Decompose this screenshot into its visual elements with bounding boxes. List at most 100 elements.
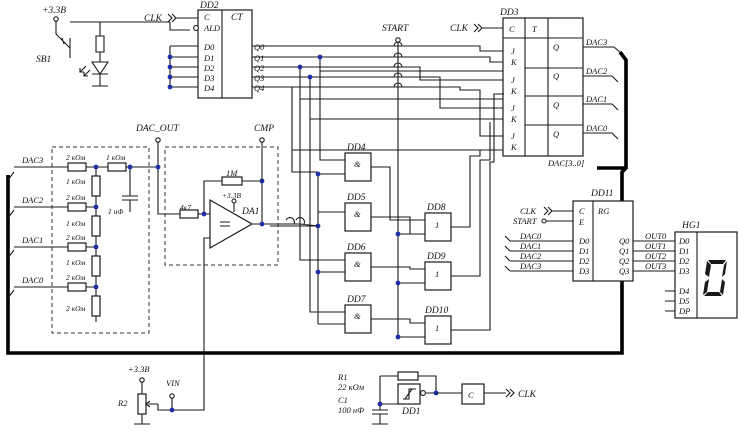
hg1-dp: DP bbox=[678, 306, 690, 316]
clk-input-arrow bbox=[167, 13, 200, 23]
dd3-q4: Q bbox=[553, 129, 559, 139]
out3-label: OUT3 bbox=[645, 261, 666, 271]
da1-triangle bbox=[209, 198, 254, 250]
dac-bus-taps bbox=[7, 171, 15, 299]
ladder-dac0: DAC0 bbox=[21, 275, 44, 285]
dd3-dac0: DAC0 bbox=[585, 123, 608, 133]
dac-bus-line bbox=[6, 50, 628, 355]
c1-label: C1 bbox=[338, 395, 348, 405]
dd4-gate bbox=[344, 152, 372, 182]
r2-label: R2 bbox=[117, 398, 128, 408]
dd5-symbol: & bbox=[354, 209, 361, 219]
comparator-da1: 4к7 DA1 +3.3В 1M CMP bbox=[164, 124, 300, 411]
hg1-d0: D0 bbox=[678, 236, 690, 246]
c-block-label: C bbox=[468, 390, 474, 400]
r4k7-label: 4к7 bbox=[180, 203, 191, 212]
ladder-r1k-3: 1 кОм bbox=[66, 258, 86, 267]
hg1-label: HG1 bbox=[681, 221, 700, 231]
dd8-symbol: 1 bbox=[435, 220, 439, 230]
dd11-body bbox=[572, 200, 634, 282]
clk-label-dd2: CLK bbox=[144, 14, 163, 24]
dd3-dac2: DAC2 bbox=[585, 66, 608, 76]
dd3-k1: K bbox=[510, 57, 518, 67]
da1-supply: +3.3В bbox=[222, 191, 241, 200]
dd10-gate bbox=[424, 315, 452, 345]
start-net: START bbox=[382, 24, 409, 330]
dd3-j3: J bbox=[511, 103, 516, 113]
dd9-symbol: 1 bbox=[435, 269, 439, 279]
dd2-label: DD2 bbox=[199, 1, 219, 11]
cmp-label: CMP bbox=[254, 124, 274, 134]
dd11-q2: Q2 bbox=[619, 256, 630, 266]
dd3-j1: J bbox=[511, 46, 516, 56]
sb1-label: SB1 bbox=[36, 55, 51, 65]
dd5-label: DD5 bbox=[346, 193, 366, 203]
r1m-label: 1M bbox=[226, 168, 238, 178]
dd3-label: DD3 bbox=[499, 8, 519, 18]
dd2-d2: D2 bbox=[203, 63, 215, 73]
ladder-r2k-2: 2 кОм bbox=[66, 193, 86, 202]
dd11-dac2: DAC2 bbox=[519, 251, 542, 261]
dd11-dac3: DAC3 bbox=[519, 261, 541, 271]
clock-generator: R1 22 кОм C1 100 нФ DD1 C CLK bbox=[337, 371, 537, 425]
dd3-c: C bbox=[509, 24, 515, 34]
ladder-r2k-1: 2 кОм bbox=[66, 153, 86, 162]
hg1-body bbox=[674, 231, 738, 319]
dd3-dac3: DAC3 bbox=[585, 37, 607, 47]
dd5-gate bbox=[344, 202, 372, 232]
r2r-ladder: DAC3 DAC2 DAC1 DAC0 2 кОм 1 кОм 1 кОм 2 … bbox=[14, 146, 158, 334]
out1-label: OUT1 bbox=[645, 241, 666, 251]
dd11-q0: Q0 bbox=[619, 236, 630, 246]
dd11-q1: Q1 bbox=[619, 246, 629, 256]
dd3-t: T bbox=[532, 24, 538, 34]
gate-wiring bbox=[270, 71, 504, 338]
ladder-r1k-2: 1 кОм bbox=[66, 219, 86, 228]
clk-out-label: CLK bbox=[518, 390, 537, 400]
dd3-dac1: DAC1 bbox=[585, 94, 607, 104]
dac-bus-label: DAC[3..0] bbox=[547, 158, 584, 168]
or-gates: DD8 DD9 DD10 1 1 1 bbox=[424, 203, 452, 345]
sb1-switch-block: +3.3В SB1 bbox=[36, 6, 190, 87]
dd11-clk: CLK bbox=[520, 206, 537, 216]
dd3-flipflops: CLK DD3 C T J K J K J K J K Q Q Q Q DAC3… bbox=[450, 8, 621, 168]
hg1-d1: D1 bbox=[678, 246, 689, 256]
dd1-label: DD1 bbox=[401, 407, 420, 417]
dd10-label: DD10 bbox=[424, 306, 448, 316]
start-label: START bbox=[382, 24, 409, 34]
dd11-d2: D2 bbox=[578, 256, 590, 266]
ladder-dac3: DAC3 bbox=[21, 155, 43, 165]
ladder-cap: 1 нФ bbox=[108, 207, 123, 216]
dd11-dac1: DAC1 bbox=[519, 241, 541, 251]
dd3-body bbox=[502, 17, 584, 157]
dd2-counter: CLK DD2 CT C ALD D0 D1 D2 D3 D4 Q0 Q1 Q2… bbox=[144, 1, 265, 99]
supply-label-top: +3.3В bbox=[42, 6, 66, 16]
hg1-d3: D3 bbox=[678, 266, 689, 276]
dd7-label: DD7 bbox=[346, 295, 367, 305]
dd2-body bbox=[197, 9, 253, 99]
ladder-r2k-3: 2 кОм bbox=[66, 233, 86, 242]
ladder-dashed-box bbox=[51, 146, 150, 334]
dd6-label: DD6 bbox=[346, 243, 366, 253]
r2-supply: +3.3В bbox=[128, 364, 150, 374]
clk-label-dd3: CLK bbox=[450, 24, 469, 34]
dd3-q2: Q bbox=[553, 71, 559, 81]
dd11-label: DD11 bbox=[590, 189, 614, 199]
dd2-pin-ald: ALD bbox=[203, 23, 221, 33]
counter-outputs bbox=[252, 45, 504, 151]
dd3-q1: Q bbox=[553, 42, 559, 52]
r1-value: 22 кОм bbox=[338, 382, 365, 392]
cmp-crossings bbox=[285, 216, 319, 227]
ladder-dac1: DAC1 bbox=[21, 235, 43, 245]
dd11-d0: D0 bbox=[578, 236, 590, 246]
dd11-c: C bbox=[579, 206, 585, 216]
dd3-q3: Q bbox=[553, 100, 559, 110]
dd3-k2: K bbox=[510, 86, 518, 96]
hg1-d5: D5 bbox=[678, 296, 689, 306]
out0-label: OUT0 bbox=[645, 231, 667, 241]
dd2-q1: Q1 bbox=[254, 53, 264, 63]
dd11-e: E bbox=[578, 217, 585, 227]
hg1-d2: D2 bbox=[678, 256, 690, 266]
dd2-q0: Q0 bbox=[254, 42, 265, 52]
dd11-start: START bbox=[513, 216, 538, 226]
